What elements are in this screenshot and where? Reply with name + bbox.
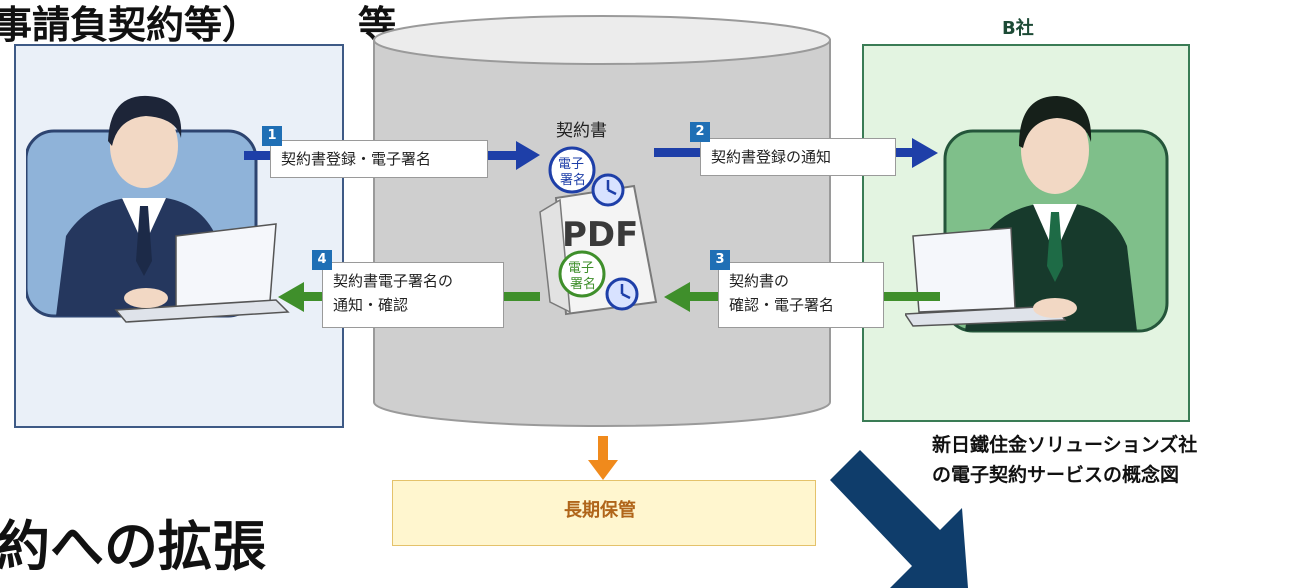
bottom-left-title: 約への拡張 bbox=[0, 515, 266, 578]
step-1-label: 契約書登録・電子署名 bbox=[270, 140, 488, 178]
company-b-label: B社 bbox=[1002, 18, 1034, 39]
step-1-text: 契約書登録・電子署名 bbox=[281, 150, 432, 168]
pdf-text: PDF bbox=[562, 215, 638, 255]
svg-text:署名: 署名 bbox=[570, 276, 596, 292]
long-term-storage-box bbox=[392, 480, 816, 546]
step-2-text: 契約書登録の通知 bbox=[711, 148, 832, 166]
step-3-text-line2: 確認・電子署名 bbox=[729, 296, 835, 314]
svg-text:電子: 電子 bbox=[558, 157, 584, 172]
step-3-label: 契約書の 確認・電子署名 bbox=[718, 262, 884, 328]
diagram-caption: 新日鐵住金ソリューションズ社 の電子契約サービスの概念図 bbox=[932, 430, 1197, 490]
company-b-person-illustration bbox=[905, 96, 1169, 333]
big-diagonal-arrow bbox=[830, 450, 968, 588]
step-4-number: 4 bbox=[312, 250, 332, 270]
top-left-title: 事請負契約等） bbox=[0, 3, 261, 47]
step-4-text-line2: 通知・確認 bbox=[333, 296, 409, 314]
contract-doc-label: 契約書 bbox=[556, 121, 607, 141]
step-2-number: 2 bbox=[690, 122, 710, 142]
step-3-number: 3 bbox=[710, 250, 730, 270]
step-4-text-line1: 契約書電子署名の bbox=[333, 272, 454, 290]
svg-text:電子: 電子 bbox=[568, 261, 594, 276]
svg-text:署名: 署名 bbox=[560, 172, 586, 188]
pdf-document-icon: 電子 署名 PDF 電子 署名 bbox=[539, 146, 658, 316]
caption-line-2: の電子契約サービスの概念図 bbox=[932, 464, 1180, 486]
step-4-label: 契約書電子署名の 通知・確認 bbox=[322, 262, 504, 328]
storage-arrow bbox=[598, 436, 608, 462]
step-1-number: 1 bbox=[262, 126, 282, 146]
company-a-person-illustration bbox=[26, 95, 290, 323]
long-term-storage-label: 長期保管 bbox=[564, 500, 636, 521]
step-3-text-line1: 契約書の bbox=[729, 272, 790, 290]
caption-line-1: 新日鐵住金ソリューションズ社 bbox=[932, 434, 1198, 456]
step-2-label: 契約書登録の通知 bbox=[700, 138, 896, 176]
